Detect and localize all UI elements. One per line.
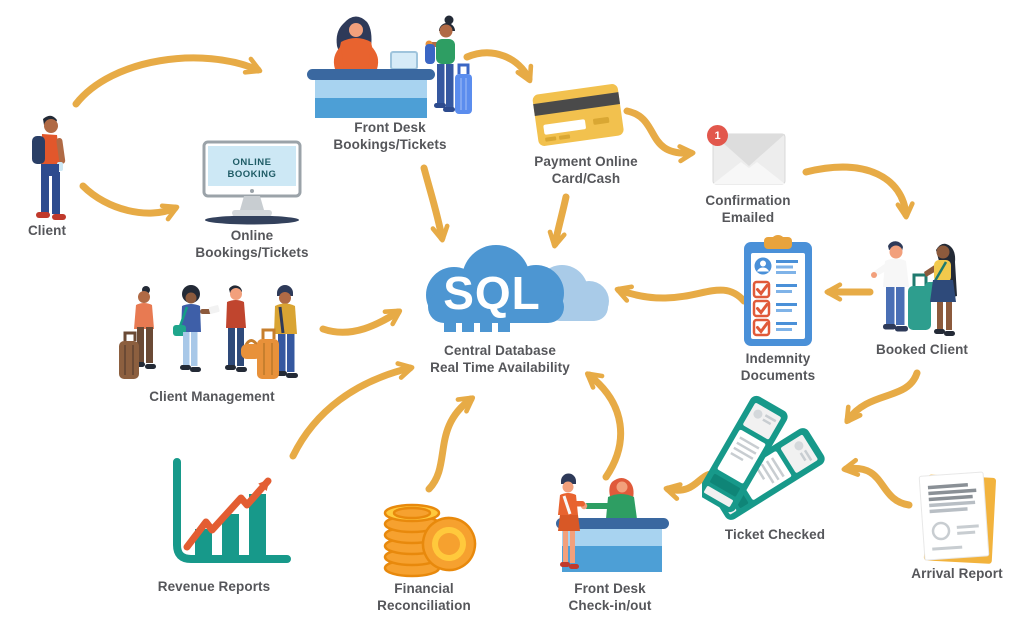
front-desk-bookings-illustration (307, 15, 472, 118)
central-db-label: Central Database Real Time Availability (430, 343, 570, 376)
front-desk-bookings-label: Front Desk Bookings/Tickets (333, 120, 447, 153)
arrow-email-to-booked-client (802, 163, 915, 220)
arrow-front-desk-to-sql (420, 164, 450, 243)
arrow-client-mgmt-to-sql (319, 308, 403, 336)
booked-client-illustration (871, 241, 957, 336)
sql-dot (444, 320, 456, 332)
credit-card-icon (532, 84, 624, 146)
arrow-arrival-to-ticket (841, 457, 913, 509)
arrow-payment-to-email (623, 107, 696, 164)
revenue-reports-label: Revenue Reports (157, 579, 271, 594)
client-label: Client (27, 223, 67, 238)
front-desk-checkin-illustration (556, 473, 669, 572)
arrow-checkin-to-sql (584, 371, 625, 481)
sql-dot (498, 320, 510, 332)
tickets-icon (702, 395, 825, 520)
email-icon (712, 133, 786, 185)
online-booking-monitor-icon (202, 140, 302, 225)
client-illustration (32, 115, 66, 220)
arrow-booked-client-to-ticket (844, 369, 921, 425)
booked-client-label: Booked Client (875, 342, 969, 357)
arrow-payment-to-sql (547, 193, 570, 249)
ticket-checked-label: Ticket Checked (724, 527, 826, 542)
arrow-revenue-to-sql (289, 361, 415, 460)
online-bookings-label: Online Bookings/Tickets (195, 228, 309, 261)
sql-dot (480, 320, 492, 332)
client-management-illustration (119, 285, 298, 379)
arrow-indemnity-to-sql (614, 284, 748, 305)
sql-dot (462, 320, 474, 332)
arrow-client-to-front-desk (72, 54, 263, 108)
front-desk-checkin-label: Front Desk Check-in/out (568, 581, 652, 614)
email-notification-badge: 1 (707, 125, 728, 146)
arrival-report-icon (918, 471, 996, 564)
confirmation-label: Confirmation Emailed (705, 193, 791, 226)
sql-cloud-text: SQL (443, 267, 541, 319)
arrival-report-label: Arrival Report (911, 566, 1003, 581)
revenue-chart-icon (173, 458, 291, 563)
sql-cloud-icon (426, 245, 609, 323)
financial-label: Financial Reconciliation (377, 581, 471, 614)
client-management-label: Client Management (149, 389, 275, 404)
online-booking-screen-text: ONLINE BOOKING (227, 157, 277, 181)
coins-icon (383, 503, 477, 578)
arrow-client-to-online (79, 182, 180, 222)
indemnity-label: Indemnity Documents (740, 351, 816, 384)
payment-label: Payment Online Card/Cash (534, 154, 638, 187)
indemnity-clipboard-icon (744, 235, 812, 346)
sql-connection-dots (444, 320, 510, 332)
arrow-financial-to-sql (425, 395, 476, 493)
arrow-front-desk-to-payment (463, 49, 534, 84)
